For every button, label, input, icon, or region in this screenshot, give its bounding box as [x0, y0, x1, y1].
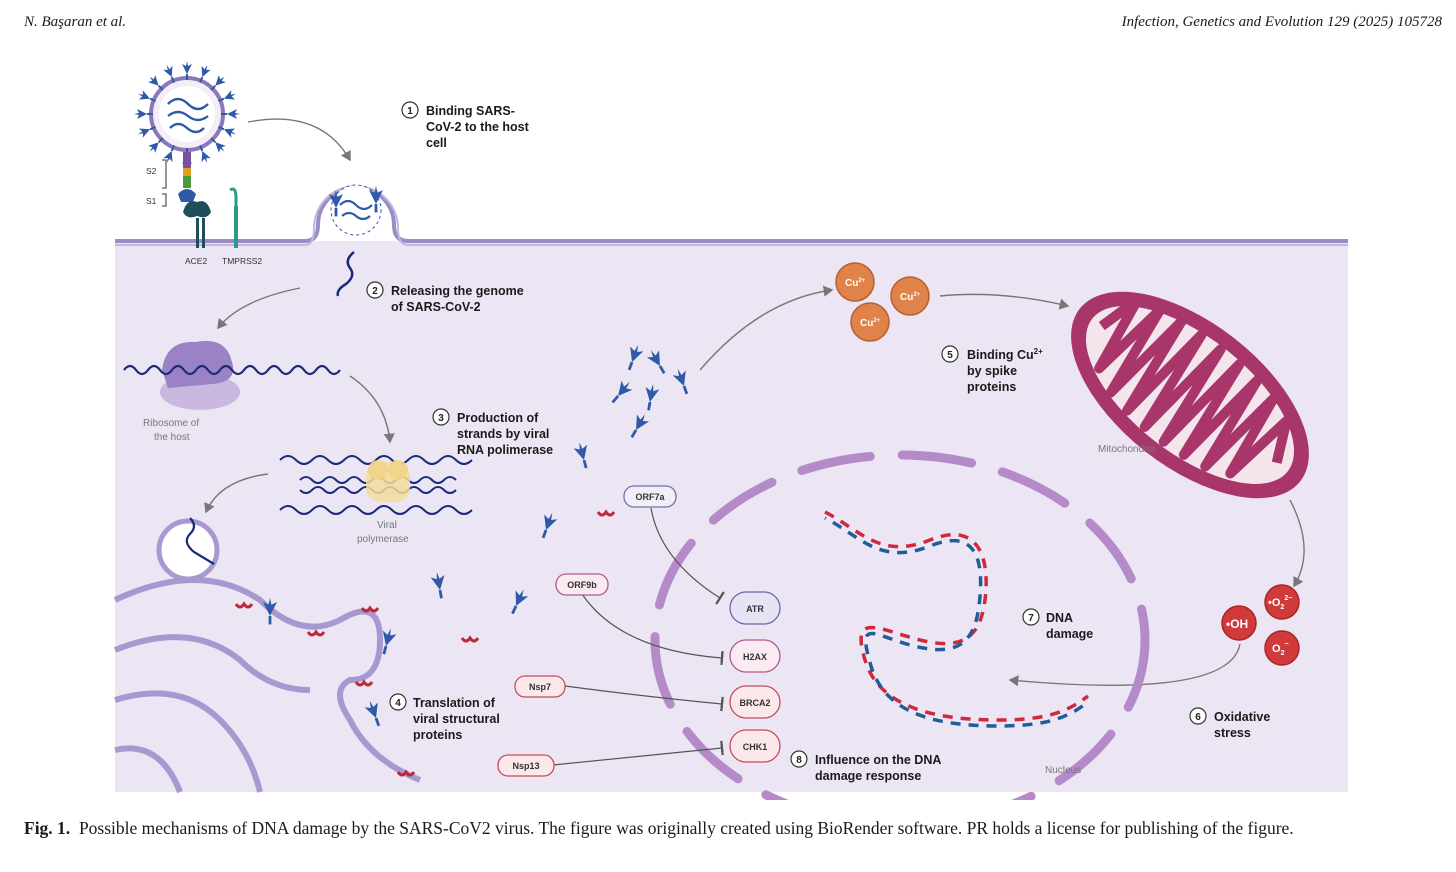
svg-text:ORF7a: ORF7a — [635, 492, 665, 502]
host-target-atr: ATR — [729, 591, 781, 625]
svg-text:Influence on the DNA: Influence on the DNA — [815, 753, 941, 767]
svg-text:BRCA2: BRCA2 — [739, 698, 770, 708]
svg-text:Cu2+: Cu2+ — [860, 318, 881, 329]
figure-caption: Fig. 1. Possible mechanisms of DNA damag… — [24, 816, 1444, 841]
ribosome-label-2: the host — [154, 432, 190, 443]
polymerase-label-2: polymerase — [357, 534, 409, 545]
viral-genome-rna — [336, 251, 355, 297]
ace2-receptor — [183, 201, 211, 248]
endocytosed-virion — [330, 184, 382, 236]
svg-text:Binding Cu2+: Binding Cu2+ — [967, 347, 1043, 362]
svg-text:Oxidative: Oxidative — [1214, 710, 1270, 724]
structural-proteins — [234, 509, 616, 777]
svg-text:8: 8 — [796, 755, 802, 766]
mitochondria-label: Mitochondria — [1098, 444, 1156, 455]
viral-polymerase — [279, 455, 473, 515]
step-4-label: 4 Translation of viral structural protei… — [389, 693, 500, 742]
svg-text:viral structural: viral structural — [413, 712, 500, 726]
step-2-label: 2 Releasing the genome of SARS-CoV-2 — [366, 281, 524, 314]
svg-text:stress: stress — [1214, 726, 1251, 740]
svg-text:Cu2+: Cu2+ — [900, 292, 921, 303]
step-3-label: 3 Production of strands by viral RNA pol… — [432, 408, 553, 457]
svg-text:cell: cell — [426, 136, 447, 150]
host-target-h2ax: H2AX — [729, 639, 781, 673]
tmprss2-label: TMPRSS2 — [222, 256, 262, 266]
sars-cov-2-virion — [134, 61, 240, 202]
svg-text:7: 7 — [1028, 613, 1034, 624]
viral-protein-orf7a: ORF7a — [623, 485, 677, 508]
svg-text:ORF9b: ORF9b — [567, 580, 597, 590]
svg-text:O2−: O2− — [1272, 641, 1289, 657]
svg-text:2: 2 — [372, 286, 378, 297]
host-ribosome — [123, 340, 341, 410]
s2-label: S2 — [146, 166, 157, 176]
nucleus-label: Nucleus — [1045, 765, 1081, 776]
mitochondrion — [1071, 291, 1309, 499]
svg-text:proteins: proteins — [967, 380, 1016, 394]
viral-protein-nsp7: Nsp7 — [514, 675, 566, 698]
viral-protein-orf9b: ORF9b — [555, 573, 609, 596]
step-7-label: 7 DNA damage — [1022, 608, 1093, 641]
host-target-chk1: CHK1 — [729, 729, 781, 763]
copper-ions: Cu2+ Cu2+ Cu2+ — [835, 262, 930, 342]
tmprss2-receptor — [229, 187, 238, 248]
svg-text:1: 1 — [407, 106, 413, 117]
svg-text:Releasing the genome: Releasing the genome — [391, 284, 524, 298]
caption-label: Fig. 1. — [24, 818, 71, 838]
svg-text:Nsp7: Nsp7 — [529, 682, 551, 692]
step-8-label: 8 Influence on the DNA damage response — [790, 750, 941, 783]
vesicle — [156, 517, 220, 582]
running-head-authors: N. Başaran et al. — [24, 14, 127, 30]
running-head-journal: Infection, Genetics and Evolution 129 (2… — [1121, 14, 1442, 30]
svg-text:proteins: proteins — [413, 728, 462, 742]
step-5-label: 5 Binding Cu2+ by spike proteins — [941, 345, 1043, 394]
svg-text:by spike: by spike — [967, 364, 1017, 378]
svg-text:CoV-2 to the host: CoV-2 to the host — [426, 120, 530, 134]
cell-membrane — [115, 185, 1348, 243]
svg-text:damage response: damage response — [815, 769, 921, 783]
svg-text:6: 6 — [1195, 712, 1201, 723]
svg-text:Cu2+: Cu2+ — [845, 278, 866, 289]
viral-protein-nsp13: Nsp13 — [497, 754, 555, 777]
svg-text:CHK1: CHK1 — [743, 742, 768, 752]
svg-text:H2AX: H2AX — [743, 652, 767, 662]
host-target-brca2: BRCA2 — [729, 685, 781, 719]
ribosome-label-1: Ribosome of — [143, 418, 199, 429]
caption-text: Possible mechanisms of DNA damage by the… — [78, 818, 1294, 838]
svg-text:damage: damage — [1046, 627, 1093, 641]
svg-text:3: 3 — [438, 413, 444, 424]
reactive-oxygen-species: •OH •O22− O2− — [1221, 584, 1300, 666]
svg-text:5: 5 — [947, 350, 953, 361]
endoplasmic-reticulum — [113, 577, 422, 794]
svg-text:RNA polimerase: RNA polimerase — [457, 443, 553, 457]
svg-text:Binding SARS-: Binding SARS- — [426, 104, 515, 118]
svg-text:ATR: ATR — [746, 604, 764, 614]
svg-text:4: 4 — [395, 698, 401, 709]
step-6-label: 6 Oxidative stress — [1189, 707, 1270, 740]
polymerase-label-1: Viral — [377, 520, 397, 531]
svg-text:Nsp13: Nsp13 — [512, 761, 539, 771]
svg-text:of SARS-CoV-2: of SARS-CoV-2 — [391, 300, 481, 314]
figure-illustration: S2 S1 ACE2 TMPRSS2 1 Binding SARS- CoV-2… — [113, 61, 1348, 800]
svg-text:Production of: Production of — [457, 411, 539, 425]
svg-text:strands by viral: strands by viral — [457, 427, 549, 441]
svg-text:•OH: •OH — [1226, 617, 1248, 631]
nuclear-envelope — [650, 450, 1150, 800]
ace2-label: ACE2 — [185, 256, 207, 266]
damaged-dna — [824, 510, 1090, 728]
svg-text:Translation of: Translation of — [413, 696, 496, 710]
svg-text:DNA: DNA — [1046, 611, 1073, 625]
step-1-label: 1 Binding SARS- CoV-2 to the host cell — [401, 101, 530, 150]
s1-label: S1 — [146, 196, 157, 206]
